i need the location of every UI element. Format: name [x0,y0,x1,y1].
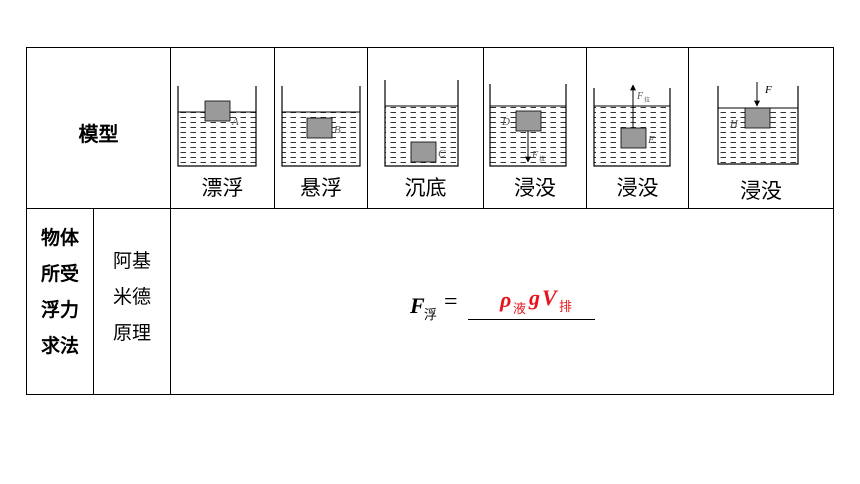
model-header: 模型 [78,122,119,146]
block-a [204,100,231,122]
table-col-divider [93,208,94,395]
force-d-label: F [531,150,539,161]
state-label-suspended: 悬浮 [300,176,342,200]
formula-v: V [542,285,557,310]
state-label-floating: 漂浮 [201,176,244,200]
state-label-immersed: 浸没 [740,179,782,203]
beaker-immersed-pulled-up: F 拉 E [593,84,671,167]
formula-g: g [529,285,540,310]
block-d [515,110,542,132]
force-d-sub: 拉 [539,155,545,163]
beaker-suspended: B [281,86,361,167]
force-e-label: F [636,91,644,102]
beaker-floating: A [177,86,257,167]
formula-answer-underline [468,319,595,320]
block-c [410,141,437,163]
formula-equals: = [444,289,458,315]
block-c-label: C [438,148,446,160]
table-border-top [26,47,834,48]
block-e-label: E [647,134,655,146]
table-col-divider [586,47,587,208]
table-border-bottom [26,394,834,395]
formula-rho-sub: 液 [513,302,527,317]
block-h [744,107,771,129]
formula-v-sub: 排 [559,300,573,315]
table-row-divider [26,208,834,209]
force-e-sub: 拉 [644,96,650,104]
table-col-divider [274,47,275,208]
block-a-label: A [231,116,239,128]
beaker-immersed-pushed-down: F H [717,82,799,165]
beaker-sunk: C [384,80,459,167]
force-h-label: F [764,84,772,96]
row-category-label: 物体 所受 浮力 求法 [40,227,79,357]
table-border-right [833,47,834,395]
table-col-divider [688,47,689,208]
block-b [306,117,333,139]
block-d-label: D [501,116,510,128]
formula-rho: ρ [500,287,512,312]
table-col-divider [170,47,171,395]
block-e [620,127,647,149]
beaker-immersed-pulled-down: D F 拉 [489,84,567,167]
table-col-divider [483,47,484,208]
block-b-label: B [334,124,341,136]
formula-lhs-sub: 浮 [424,308,438,323]
state-label-immersed: 浸没 [616,176,659,200]
formula-lhs: F [410,293,425,318]
state-label-sunk: 沉底 [404,176,447,200]
table-border-left [26,47,27,395]
table-col-divider [367,47,368,208]
method-label: 阿基 米德 原理 [112,250,151,344]
state-label-immersed: 浸没 [514,176,556,200]
block-h-label: H [729,118,739,130]
buoyancy-formula: F 浮 = ρ 液 g V 排 [410,285,610,327]
